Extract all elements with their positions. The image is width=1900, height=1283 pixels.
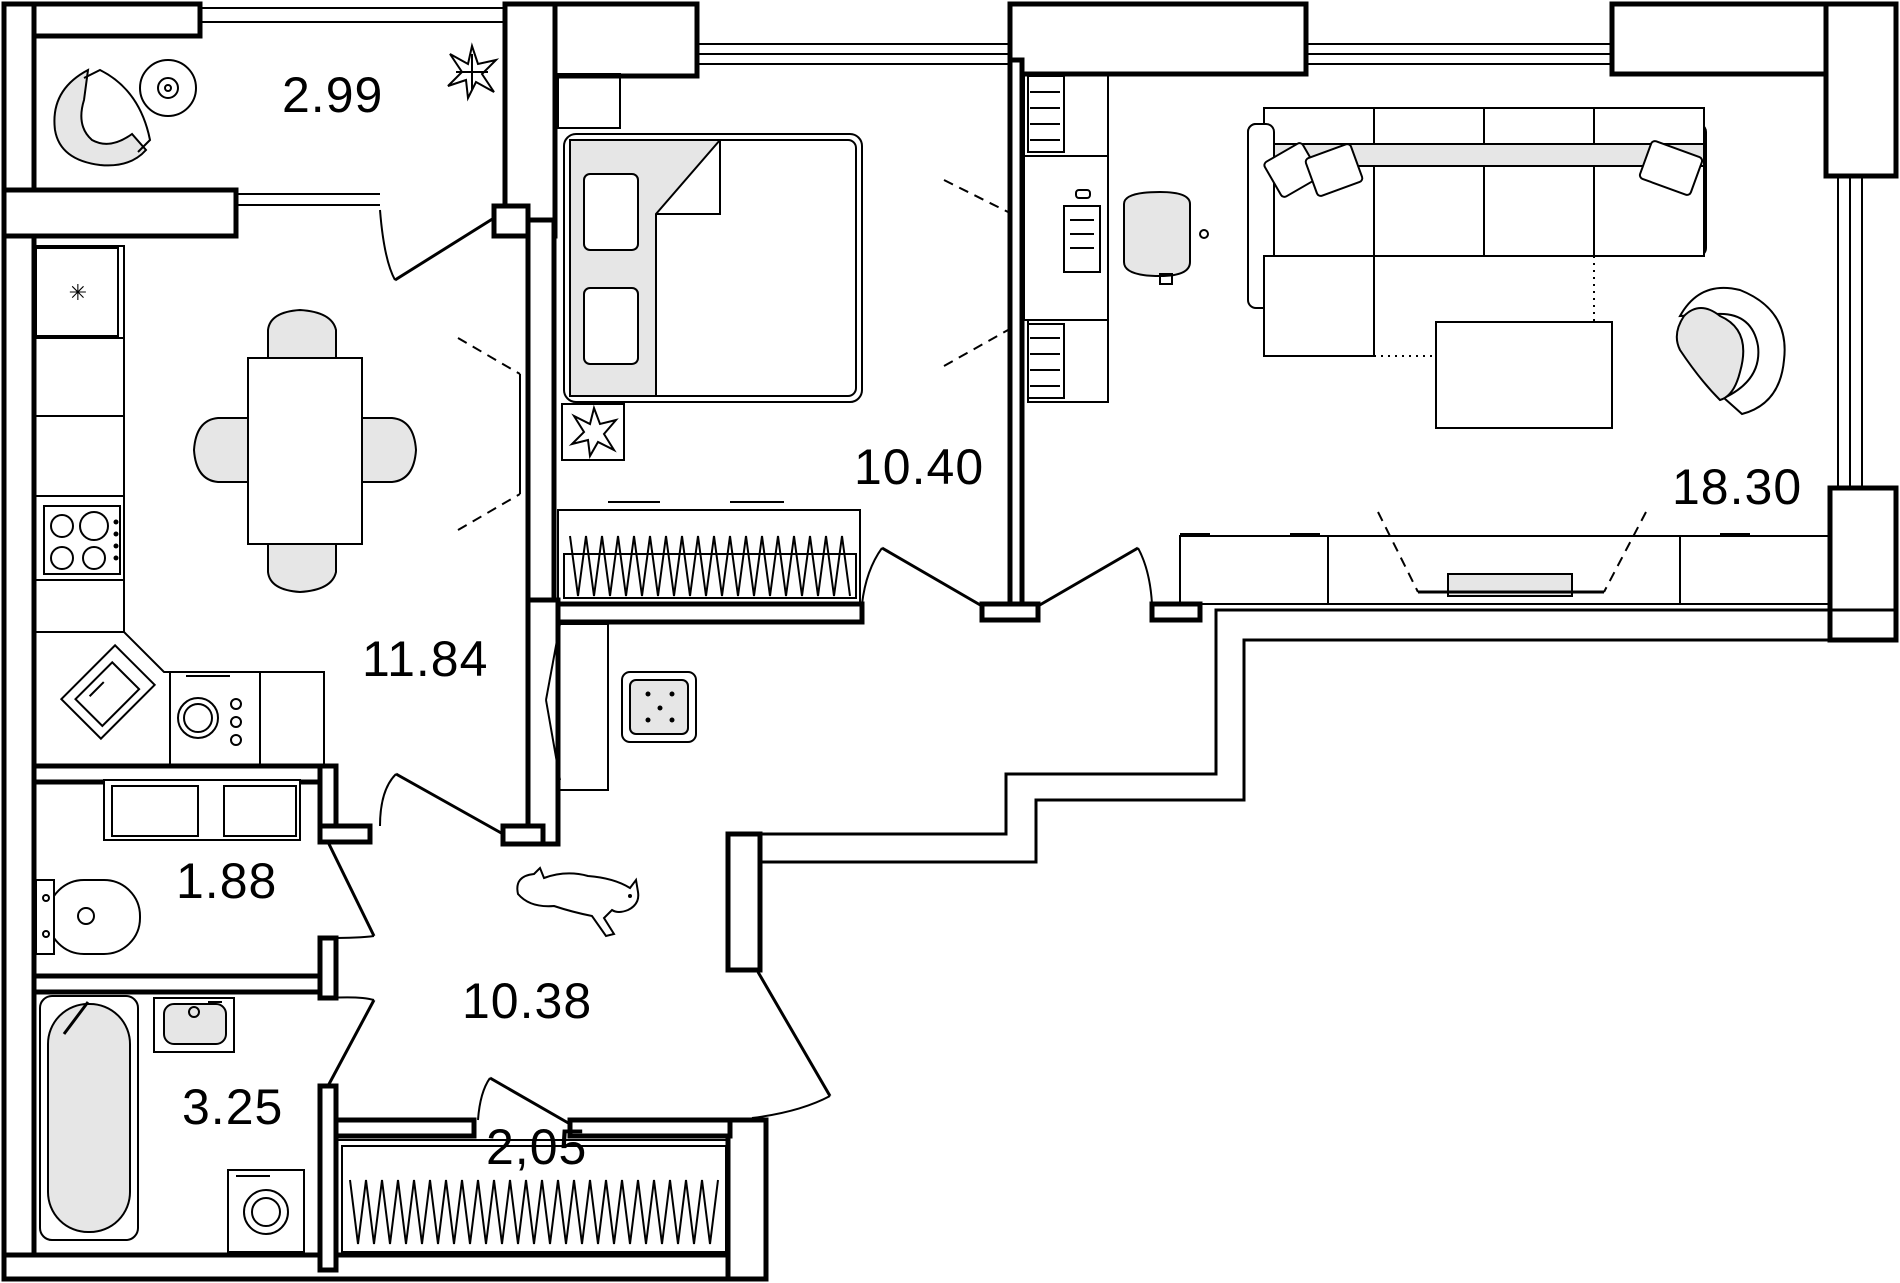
kitchen-area-label: 11.84 <box>362 631 488 687</box>
balcony-area-label: 2.99 <box>282 67 383 123</box>
plant-icon <box>447 42 500 102</box>
armchair-icon <box>1678 286 1786 416</box>
armchair-icon <box>53 68 148 167</box>
area-labels: 2.99 11.84 10.40 18.30 1.88 10.38 3.25 2… <box>176 67 1802 1175</box>
fridge-icon <box>35 247 119 337</box>
kitchen-furniture: ✳ <box>34 245 521 766</box>
closet-area-label: 2,05 <box>486 1119 587 1175</box>
living-furniture <box>1023 73 1831 605</box>
doors <box>326 209 1153 1126</box>
coffee-table-icon <box>1435 321 1613 429</box>
office-chair-icon <box>1123 190 1191 278</box>
sink-icon <box>59 643 157 741</box>
interior-walls <box>31 57 1041 1273</box>
living-area-label: 18.30 <box>1672 459 1802 515</box>
wardrobe-hatch-line <box>349 1179 719 1245</box>
hallway-area-label: 10.38 <box>462 973 592 1029</box>
balcony-furniture <box>53 42 500 167</box>
pillow-icon <box>583 173 639 251</box>
bedroom-area-label: 10.40 <box>854 439 984 495</box>
cat-icon <box>516 866 640 938</box>
dining-table-icon <box>247 357 363 545</box>
wardrobe-hatch-line <box>569 535 851 597</box>
laptop-icon <box>1063 205 1101 273</box>
closet-wardrobe <box>341 1145 727 1253</box>
bedroom-furniture <box>557 73 1009 791</box>
toilet-area-label: 1.88 <box>176 853 277 909</box>
chair-icon <box>267 308 337 359</box>
washing-machine-icon <box>227 1169 305 1253</box>
svg-text:✳: ✳ <box>69 281 87 306</box>
bathroom-furniture <box>39 995 305 1253</box>
bathroom-area-label: 3.25 <box>182 1079 283 1135</box>
toilet-furniture <box>35 779 301 955</box>
table-icon <box>139 59 197 117</box>
plant-icon <box>568 404 619 460</box>
